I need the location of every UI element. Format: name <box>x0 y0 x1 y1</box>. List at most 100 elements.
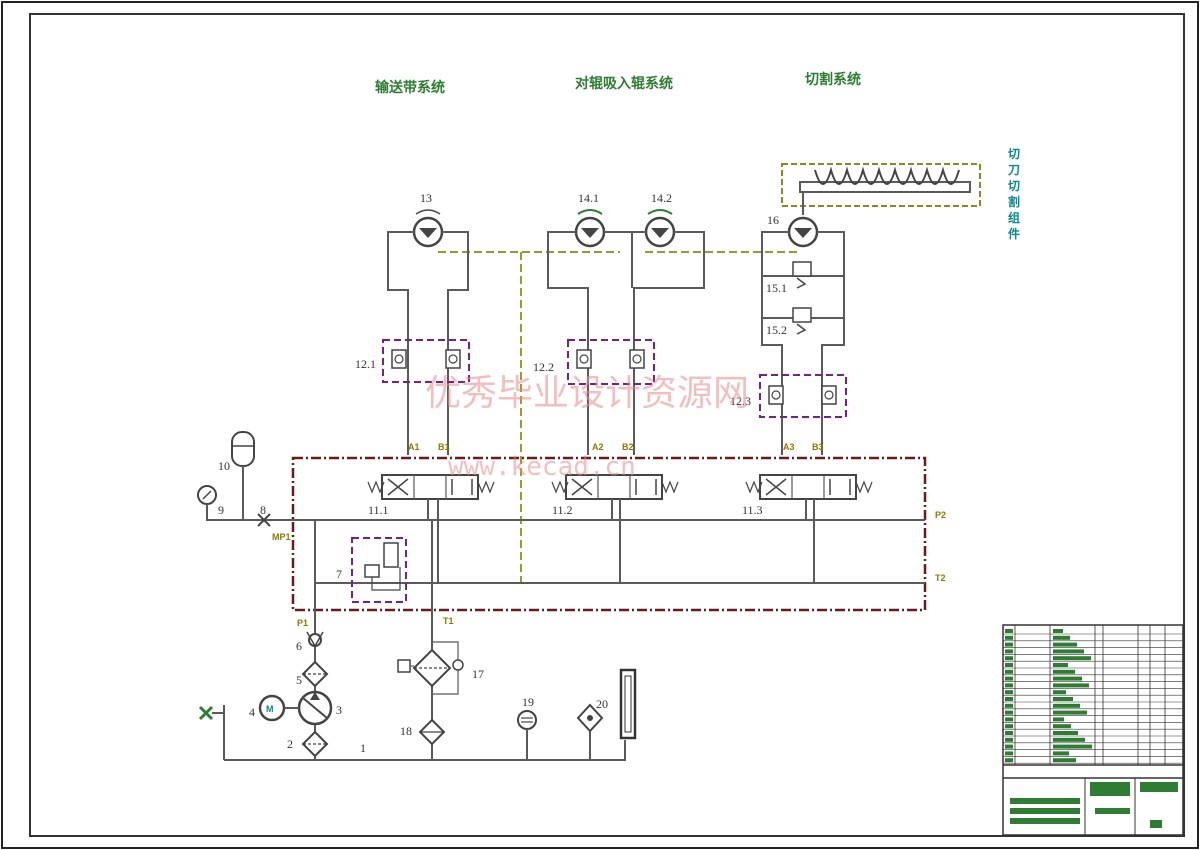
title-block-cell <box>1005 663 1013 667</box>
title-cutting-system: 切割系统 <box>805 71 861 88</box>
thermometer-19 <box>517 710 537 760</box>
gauge-9 <box>197 485 230 521</box>
cutter-assembly <box>781 163 981 215</box>
port-a1: A1 <box>408 442 420 452</box>
tube-suction-lines <box>547 231 705 455</box>
title-block-cell <box>1005 737 1013 742</box>
title-block-cell <box>1005 669 1013 674</box>
label-17: 17 <box>472 667 484 681</box>
supply-return-trunk <box>314 520 433 760</box>
return-filter <box>397 641 464 695</box>
title-block-cell <box>1005 642 1013 647</box>
title-block-cell <box>1053 717 1064 722</box>
check-valve-6 <box>306 631 324 648</box>
label-15-2: 15.2 <box>766 323 787 337</box>
title-block-cell <box>1053 751 1069 756</box>
label-19: 19 <box>522 695 534 709</box>
title-block-cell <box>1005 656 1013 661</box>
motor-14-2 <box>644 209 676 248</box>
title-block-cell <box>1005 751 1013 756</box>
accumulator-10 <box>231 431 255 520</box>
svg-text:组: 组 <box>1008 210 1020 225</box>
title-block-cell <box>1005 710 1013 715</box>
port-b1: B1 <box>438 442 450 452</box>
motor-13 <box>412 209 444 248</box>
lock-12-3 <box>759 374 847 418</box>
title-block-cell <box>1053 629 1063 633</box>
valve-8 <box>257 513 271 527</box>
title-block-cell <box>1005 697 1013 701</box>
label-11-3: 11.3 <box>742 503 763 517</box>
port-p1: P1 <box>297 618 308 628</box>
title-block-cell <box>1053 656 1091 661</box>
title-block-cell <box>1005 758 1013 763</box>
svg-text:刀: 刀 <box>1008 163 1020 177</box>
label-18: 18 <box>400 724 412 738</box>
dir-valve-11-1 <box>367 474 495 500</box>
cooler-18 <box>418 718 446 746</box>
title-block-cell <box>1005 703 1013 708</box>
port-b3: B3 <box>812 442 824 452</box>
title-block-cell <box>1005 724 1013 729</box>
port-b2: B2 <box>622 442 634 452</box>
valve-15-2 <box>792 307 812 335</box>
port-a2: A2 <box>592 442 604 452</box>
label-7: 7 <box>336 567 342 581</box>
label-11-1: 11.1 <box>368 503 389 517</box>
label-14-2: 14.2 <box>651 191 672 205</box>
title-block-cell <box>1053 663 1068 667</box>
pump-3 <box>297 690 333 726</box>
label-14-1: 14.1 <box>578 191 599 205</box>
label-15-1: 15.1 <box>766 281 787 295</box>
title-block-cell <box>1053 697 1073 701</box>
svg-text:M: M <box>266 704 274 714</box>
lock-12-1 <box>382 339 470 383</box>
title-block-cell <box>1005 635 1013 640</box>
watermark-url: www.kecad.cn <box>448 452 636 482</box>
label-12-1: 12.1 <box>355 357 376 371</box>
title-block-cell <box>1053 758 1076 763</box>
filter-5 <box>301 660 329 688</box>
title-block-cell <box>1005 649 1013 654</box>
dir-valve-11-2 <box>551 474 679 500</box>
label-1: 1 <box>360 741 366 755</box>
label-3: 3 <box>336 703 342 717</box>
title-block-cell <box>1053 724 1071 729</box>
port-t2: T2 <box>935 573 946 583</box>
label-2: 2 <box>287 737 293 751</box>
title-block-cell <box>1053 649 1084 654</box>
title-block-cell <box>1053 690 1066 695</box>
title-block-cell <box>1005 683 1013 688</box>
relief-valve-7 <box>351 537 407 603</box>
title-tube-suction-system: 对辊吸入辊系统 <box>575 75 673 92</box>
tank-line <box>224 740 626 761</box>
port-t1: T1 <box>443 616 454 626</box>
title-block-cell <box>1053 744 1092 749</box>
title-block-cell <box>1005 731 1013 735</box>
label-6: 6 <box>296 639 302 653</box>
port-a3: A3 <box>783 442 795 452</box>
dir-valve-11-3 <box>745 474 873 500</box>
title-block-cell <box>1005 744 1013 749</box>
title-block-cell <box>1053 669 1075 674</box>
valve-15-1 <box>792 261 812 289</box>
level-gauge <box>619 668 637 740</box>
title-block <box>1002 624 1184 836</box>
title-block-cell <box>1053 710 1087 715</box>
svg-text:件: 件 <box>1008 226 1020 241</box>
title-block-cell <box>1053 676 1082 681</box>
electric-motor-4: M <box>258 694 299 722</box>
label-20: 20 <box>596 697 608 711</box>
filter-2 <box>301 730 329 758</box>
label-12-3: 12.3 <box>730 394 751 408</box>
svg-text:割: 割 <box>1008 194 1020 209</box>
title-block-cell <box>1005 690 1013 695</box>
title-block-cell <box>1053 683 1089 688</box>
label-16: 16 <box>767 213 779 227</box>
svg-text:切: 切 <box>1008 179 1020 193</box>
title-block-cell <box>1005 629 1013 633</box>
heater-20 <box>576 703 604 760</box>
conveyor-lines <box>387 231 469 455</box>
label-10: 10 <box>218 459 230 473</box>
